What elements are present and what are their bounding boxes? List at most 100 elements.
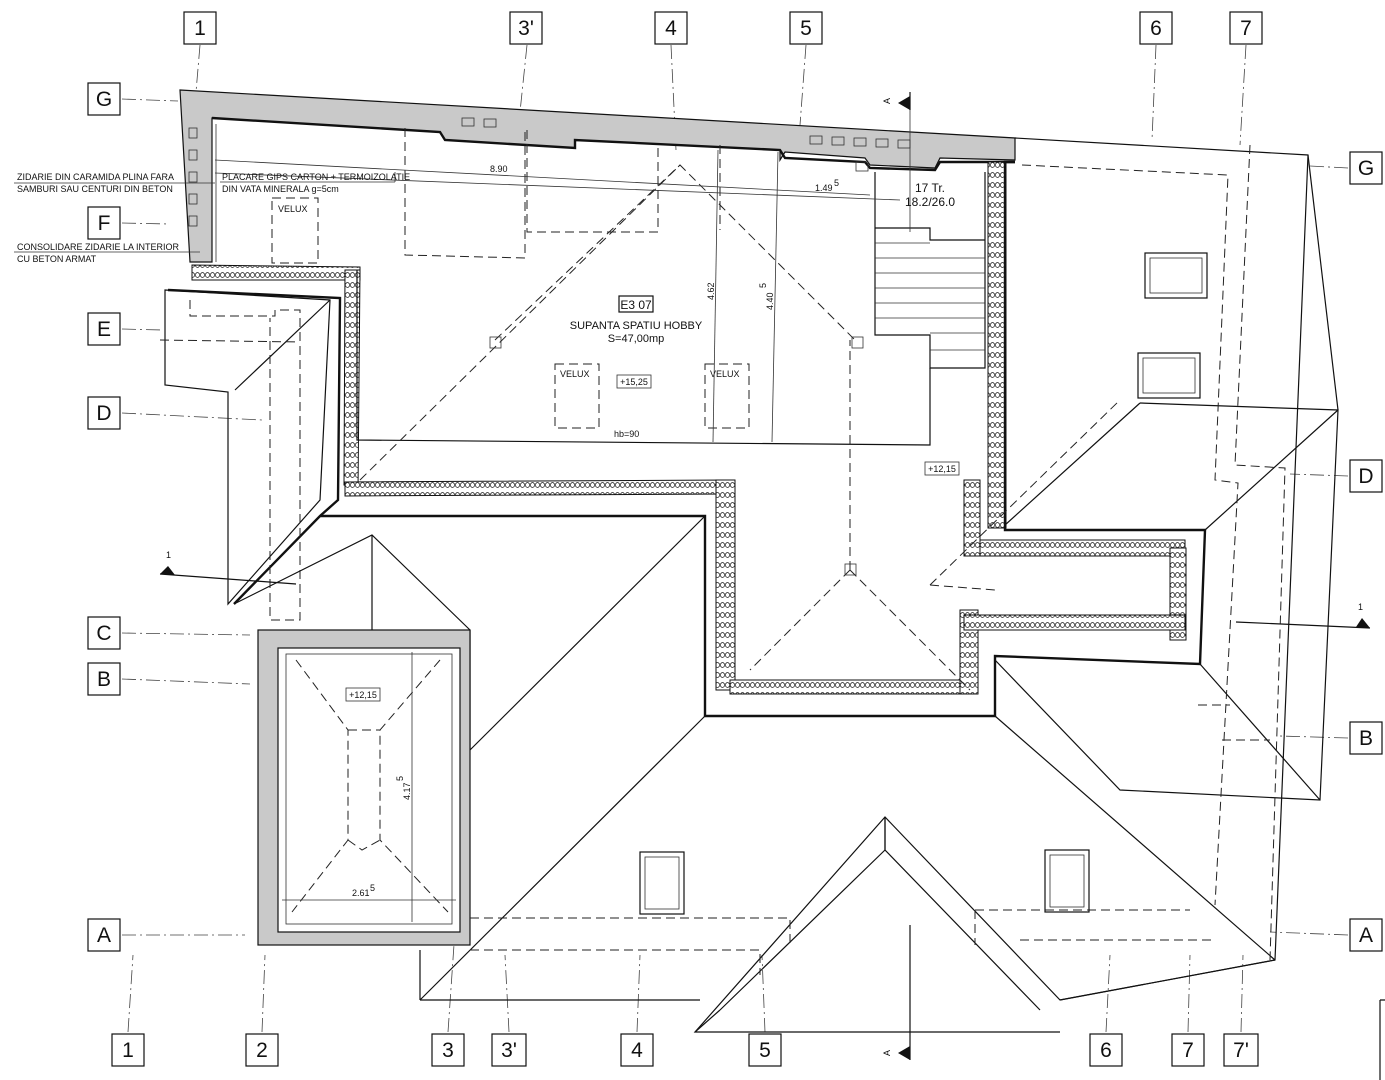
dim-149: 1.49 bbox=[815, 183, 833, 193]
svg-text:D: D bbox=[1358, 465, 1373, 488]
grid-right-D: D bbox=[1349, 459, 1383, 493]
section-1-right: 1 bbox=[1358, 602, 1363, 612]
note-gips-1: PLACARE GIPS CARTON + TERMOIZOLATIE bbox=[222, 172, 410, 182]
grid-bottom-6: 6 bbox=[1089, 1033, 1123, 1067]
insulation-bands bbox=[191, 161, 1187, 695]
roof-windows bbox=[639, 252, 1208, 915]
grid-labels-left: G F E D C B A bbox=[87, 82, 121, 952]
dim-hb: hb=90 bbox=[614, 429, 639, 439]
velux-windows: VELUX VELUX VELUX bbox=[271, 197, 750, 429]
svg-text:G: G bbox=[1358, 157, 1374, 180]
section-1-left: 1 bbox=[166, 550, 171, 560]
svg-text:1: 1 bbox=[122, 1039, 134, 1062]
dim-440: 4.40 bbox=[765, 292, 775, 310]
grid-bottom-7: 7 bbox=[1171, 1033, 1205, 1067]
dim-261: 2.61 bbox=[352, 888, 370, 898]
grid-left-C: C bbox=[87, 616, 121, 650]
velux-label-1: VELUX bbox=[278, 204, 308, 214]
title-block-corner bbox=[1379, 999, 1385, 1080]
grid-bottom-5: 5 bbox=[748, 1033, 782, 1067]
stairs-ratio: 18.2/26.0 bbox=[905, 195, 955, 209]
note-wall-1: ZIDARIE DIN CARAMIDA PLINA FARA bbox=[17, 172, 174, 182]
svg-text:G: G bbox=[96, 88, 112, 111]
grid-right-A: A bbox=[1349, 918, 1383, 952]
svg-text:A: A bbox=[1359, 924, 1373, 947]
grid-top-1: 1 bbox=[183, 11, 217, 45]
grid-right-G: G bbox=[1349, 151, 1383, 185]
column-markers bbox=[489, 336, 864, 576]
dimensions: 8.90 1.49 5 4.62 4.40 5 hb=90 4.17 5 2.6… bbox=[214, 149, 901, 922]
note-gips-2: DIN VATA MINERALA g=5cm bbox=[222, 184, 339, 194]
stairs-steps: 17 Tr. bbox=[915, 181, 945, 195]
section-a-bottom: A bbox=[882, 1050, 892, 1056]
grid-top-6: 6 bbox=[1139, 11, 1173, 45]
dim-890: 8.90 bbox=[490, 164, 508, 174]
note-wall-2: SAMBURI SAU CENTURI DIN BETON bbox=[17, 184, 173, 194]
svg-text:4: 4 bbox=[665, 17, 677, 40]
svg-text:2: 2 bbox=[256, 1039, 268, 1062]
grid-bottom-7p: 7' bbox=[1223, 1033, 1259, 1067]
grid-labels-bottom: 1 2 3 3' 4 5 6 7 7' bbox=[111, 1033, 1259, 1067]
svg-text:E: E bbox=[97, 318, 111, 341]
grid-left-G: G bbox=[87, 82, 121, 116]
roof-outlines bbox=[164, 110, 1339, 1033]
grid-top-4: 4 bbox=[654, 11, 688, 45]
note-consol-1: CONSOLIDARE ZIDARIE LA INTERIOR bbox=[17, 242, 180, 252]
grid-left-E: E bbox=[87, 312, 121, 346]
svg-text:5: 5 bbox=[759, 1039, 771, 1062]
grid-top-7: 7 bbox=[1229, 11, 1263, 45]
section-a-top: A bbox=[882, 98, 892, 104]
svg-text:F: F bbox=[98, 212, 111, 235]
room-name: SUPANTA SPATIU HOBBY bbox=[570, 320, 703, 332]
grid-bottom-1: 1 bbox=[111, 1033, 145, 1067]
velux-label-2: VELUX bbox=[560, 369, 590, 379]
svg-text:7: 7 bbox=[1182, 1039, 1194, 1062]
svg-text:C: C bbox=[96, 622, 111, 645]
dashed-hidden-lines bbox=[159, 128, 1286, 975]
grid-bottom-3: 3 bbox=[431, 1033, 465, 1067]
grid-top-5: 5 bbox=[789, 11, 823, 45]
grid-right-B: B bbox=[1349, 721, 1383, 755]
svg-text:7: 7 bbox=[1240, 17, 1252, 40]
room-area: S=47,00mp bbox=[608, 333, 665, 345]
svg-text:4: 4 bbox=[631, 1039, 643, 1062]
svg-text:3: 3 bbox=[442, 1039, 454, 1062]
room-label: E3 07 SUPANTA SPATIU HOBBY S=47,00mp bbox=[570, 295, 703, 345]
grid-top-3p: 3' bbox=[509, 11, 543, 45]
note-consol-2: CU BETON ARMAT bbox=[17, 254, 97, 264]
svg-text:B: B bbox=[97, 668, 111, 691]
room-code: E3 07 bbox=[620, 298, 652, 312]
grid-left-D: D bbox=[87, 396, 121, 430]
grid-left-A: A bbox=[87, 918, 121, 952]
svg-text:A: A bbox=[97, 924, 111, 947]
section-markers: A A 1 1 bbox=[159, 92, 1371, 1060]
velux-label-3: VELUX bbox=[710, 369, 740, 379]
svg-text:5: 5 bbox=[395, 776, 405, 781]
annotation-notes: ZIDARIE DIN CARAMIDA PLINA FARA SAMBURI … bbox=[14, 172, 410, 264]
level-top: +15,25 bbox=[620, 377, 648, 387]
svg-text:B: B bbox=[1359, 727, 1373, 750]
svg-text:6: 6 bbox=[1150, 17, 1162, 40]
svg-text:3': 3' bbox=[518, 17, 534, 40]
grid-labels-top: 1 3' 4 5 6 7 bbox=[183, 11, 1263, 45]
dim-417: 4.17 bbox=[402, 782, 412, 800]
svg-text:D: D bbox=[96, 402, 111, 425]
svg-text:5: 5 bbox=[800, 17, 812, 40]
svg-text:6: 6 bbox=[1100, 1039, 1112, 1062]
svg-text:3': 3' bbox=[501, 1039, 517, 1062]
svg-text:1: 1 bbox=[194, 17, 206, 40]
level-marks: +15,25 +12,15 +12,15 bbox=[345, 374, 960, 702]
svg-text:5: 5 bbox=[370, 883, 375, 893]
grid-left-B: B bbox=[87, 662, 121, 696]
axis-lines bbox=[121, 44, 1349, 1033]
stairs-label: 17 Tr. 18.2/26.0 bbox=[905, 181, 955, 209]
grid-bottom-4: 4 bbox=[620, 1033, 654, 1067]
svg-text:5: 5 bbox=[758, 283, 768, 288]
svg-text:7': 7' bbox=[1233, 1039, 1249, 1062]
dim-462: 4.62 bbox=[706, 282, 716, 300]
grid-left-F: F bbox=[87, 206, 121, 240]
grid-bottom-3p: 3' bbox=[491, 1033, 527, 1067]
level-main: +12,15 bbox=[928, 464, 956, 474]
level-bay: +12,15 bbox=[349, 690, 377, 700]
